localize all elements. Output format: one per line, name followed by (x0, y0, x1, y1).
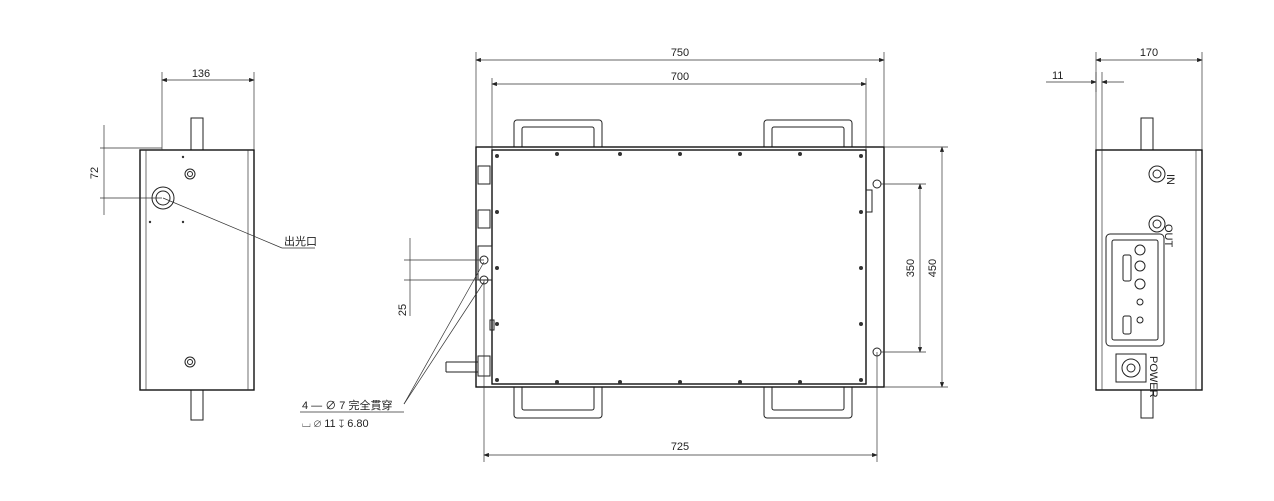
in-port-icon (1148, 165, 1166, 183)
dim-72: 72 (89, 125, 162, 215)
top-rod (190, 117, 204, 151)
dim-450: 450 (884, 146, 948, 388)
dim-136-label: 136 (192, 68, 210, 80)
out-port-icon (1148, 215, 1166, 233)
power-label: POWER (1147, 356, 1159, 398)
control-panel (1105, 233, 1165, 347)
dim-11-label: 11 (1052, 70, 1063, 82)
dim-700: 700 (491, 71, 867, 150)
db-connector-icon (1122, 254, 1132, 282)
bottom-rod (190, 389, 204, 421)
dim-450-label: 450 (927, 259, 939, 277)
handle-bottom-right (763, 383, 853, 419)
output-port-callout: 出光口 (284, 234, 317, 248)
dim-350-label: 350 (905, 259, 917, 277)
front-view: 750 700 725 450 350 (300, 47, 948, 462)
connector-1 (477, 165, 491, 185)
left-body (139, 149, 255, 391)
right-top-rod (1140, 117, 1154, 151)
dim-11: 11 (1046, 70, 1124, 150)
dim-750-label: 750 (671, 47, 689, 59)
dim-72-label: 72 (89, 167, 101, 179)
hole-note-line1: 4 — ∅ 7 完全貫穿 (302, 398, 392, 412)
connector-3 (477, 245, 493, 281)
fitting-bottom (184, 356, 196, 368)
handle-bottom-left (513, 383, 603, 419)
dim-725: 725 (483, 280, 878, 462)
top-cover (491, 149, 867, 385)
right-side-view: IN OUT POWER 170 11 (1046, 47, 1203, 419)
dim-136: 136 (161, 68, 255, 150)
dim-725-label: 725 (671, 441, 689, 453)
dim-350: 350 (881, 183, 926, 353)
screws (495, 152, 863, 384)
right-connector (865, 189, 873, 213)
dim-25-label: 25 (397, 304, 409, 316)
dim-170: 170 (1095, 47, 1203, 150)
out-label: OUT (1162, 224, 1174, 248)
right-body (1095, 149, 1203, 391)
dim-700-label: 700 (671, 71, 689, 83)
power-connector-icon (1115, 353, 1147, 383)
fitting-top (184, 168, 196, 180)
connector-2 (477, 209, 491, 229)
hole-note-line2: ⌴ ∅ 11 ↧ 6.80 (302, 418, 369, 430)
in-label: IN (1164, 174, 1176, 185)
dim-25: 25 (397, 238, 484, 316)
dim-750: 750 (475, 47, 885, 147)
dim-170-label: 170 (1140, 47, 1158, 59)
left-side-view: 136 72 出光口 (89, 68, 317, 421)
